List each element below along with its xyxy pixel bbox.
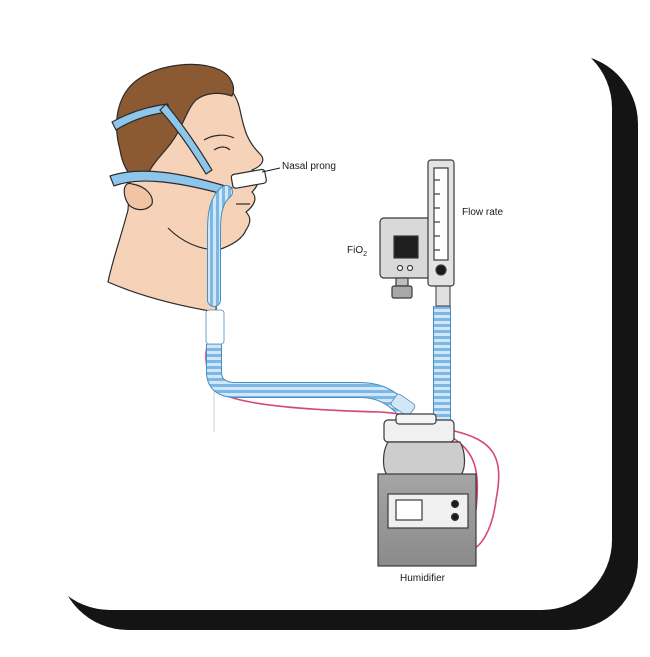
nasal-prong-label: Nasal prong [282,161,336,172]
fio2-label: FiO2 [347,245,368,258]
flowmeter [427,159,455,287]
supply-tube [433,285,451,426]
inspiratory-tube [205,185,416,417]
patient-head-illustration [107,63,267,313]
nasal-prong-leader-line [261,167,281,173]
humidifier [377,413,477,567]
humidifier-label: Humidifier [400,573,446,584]
flow-rate-label: Flow rate [462,207,504,218]
